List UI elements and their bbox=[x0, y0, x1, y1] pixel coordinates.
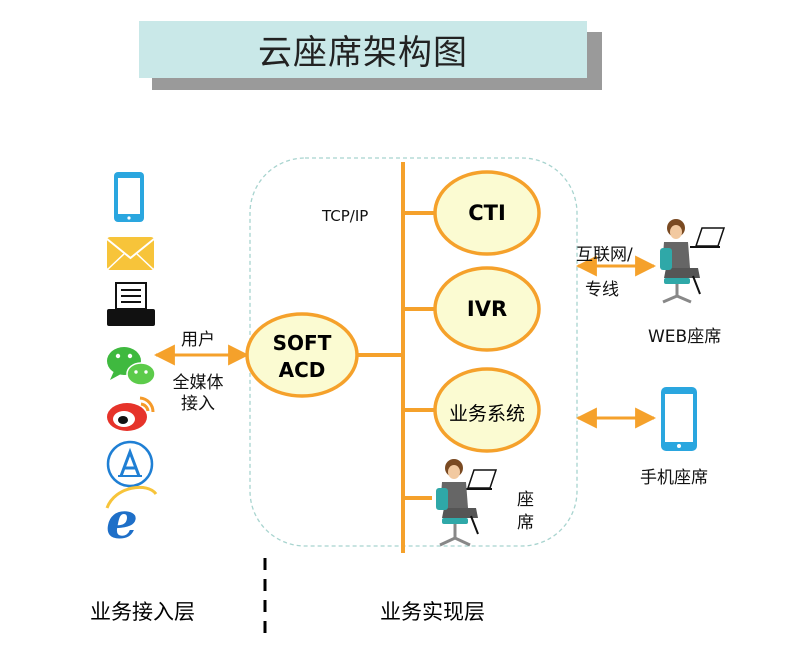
cti-label: CTI bbox=[468, 201, 506, 225]
seat-label-1: 座 bbox=[517, 490, 534, 510]
omni-media-label: 全媒体 bbox=[172, 373, 224, 393]
soft-acd-node bbox=[245, 312, 359, 398]
mobile-seat-label: 手机座席 bbox=[640, 468, 708, 488]
soft-acd-label-1: SOFT bbox=[272, 331, 332, 355]
ivr-label: IVR bbox=[466, 297, 508, 321]
access-label: 接入 bbox=[181, 394, 215, 414]
web-seat-label: WEB座席 bbox=[648, 327, 722, 347]
mobile-channel-icon bbox=[114, 172, 144, 222]
dedicated-line-label: 专线 bbox=[585, 280, 619, 300]
soft-acd-label-2: ACD bbox=[278, 358, 326, 382]
mobile-seat-phone-icon bbox=[661, 387, 697, 451]
seat-operator-icon bbox=[436, 459, 498, 547]
internet-label: 互联网/ bbox=[576, 245, 633, 265]
email-channel-icon bbox=[106, 237, 155, 271]
seat-label-2: 席 bbox=[517, 513, 534, 533]
access-layer-label: 业务接入层 bbox=[90, 600, 195, 624]
web-seat-operator-icon bbox=[660, 219, 726, 304]
page-title: 云座席架构图 bbox=[139, 21, 587, 78]
ivr-node bbox=[433, 266, 541, 352]
business-system-node bbox=[433, 367, 541, 453]
tcp-ip-label: TCP/IP bbox=[322, 207, 369, 225]
cti-node bbox=[433, 170, 541, 256]
user-label: 用户 bbox=[181, 330, 215, 350]
fax-channel-icon bbox=[107, 282, 155, 326]
wechat-channel-icon bbox=[107, 347, 156, 386]
business-system-label: 业务系统 bbox=[448, 403, 525, 425]
app-store-channel-icon bbox=[106, 440, 154, 488]
implementation-layer-label: 业务实现层 bbox=[380, 600, 485, 624]
weibo-channel-icon bbox=[107, 396, 155, 431]
ie-channel-icon: e bbox=[105, 485, 158, 550]
